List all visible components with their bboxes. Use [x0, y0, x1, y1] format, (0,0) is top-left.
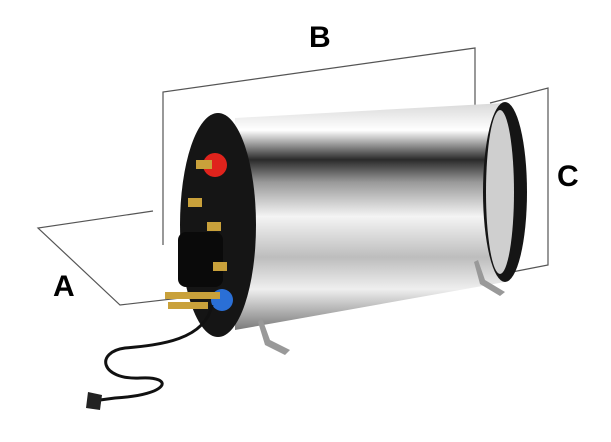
dimension-c-frame [489, 87, 549, 273]
foot-front [258, 318, 290, 355]
brass-fittings [165, 160, 227, 309]
hot-valve [203, 153, 227, 177]
dimension-a-label: A [53, 270, 75, 303]
foot-rear [474, 260, 505, 296]
tank-body [235, 103, 505, 330]
dimension-c-label: C [557, 160, 579, 193]
power-cord [99, 304, 214, 402]
control-box [178, 232, 223, 287]
dimension-b-frame [162, 47, 476, 245]
plug [86, 392, 102, 410]
dimension-b-label: B [309, 21, 331, 54]
